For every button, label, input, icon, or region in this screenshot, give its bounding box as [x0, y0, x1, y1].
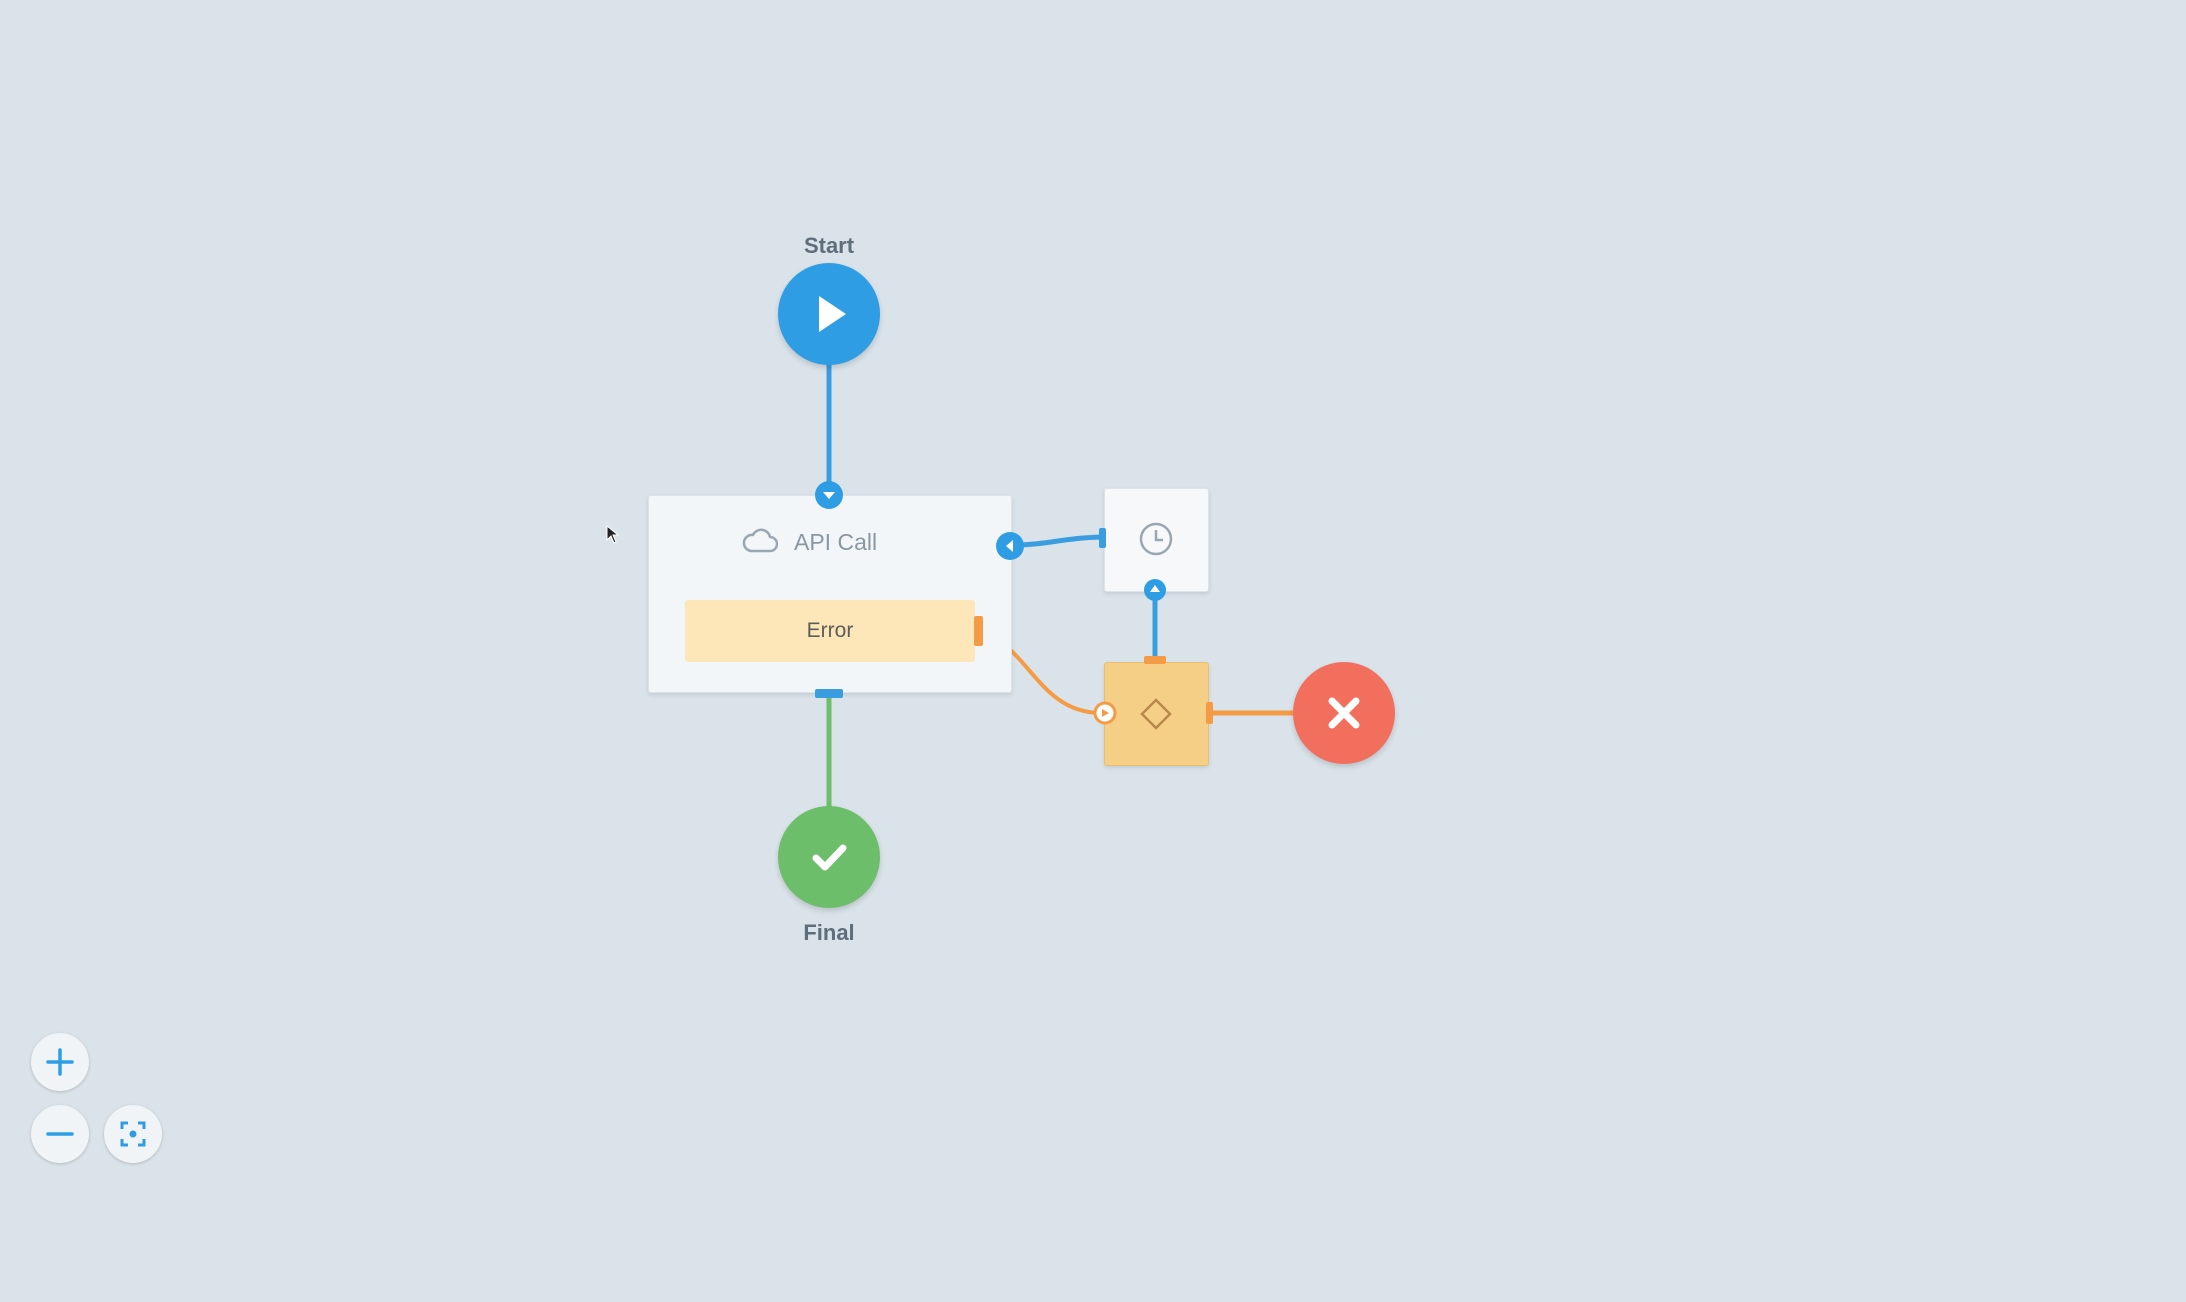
condition-output-port[interactable]: [1206, 702, 1213, 724]
zoom-in-button[interactable]: [31, 1033, 89, 1091]
condition-input-port[interactable]: [1093, 701, 1117, 725]
input-port-top[interactable]: [814, 480, 844, 510]
timer-input-port[interactable]: [1099, 528, 1106, 548]
error-branch[interactable]: Error: [685, 600, 975, 662]
api-call-node[interactable]: API Call Error: [648, 495, 1012, 693]
minus-icon: [46, 1132, 74, 1136]
final-label: Final: [803, 920, 855, 945]
play-icon: [819, 296, 846, 332]
condition-node[interactable]: [1104, 662, 1209, 766]
api-call-title: API Call: [794, 529, 878, 555]
timer-output-port[interactable]: [1143, 578, 1167, 602]
timer-node[interactable]: [1104, 488, 1209, 592]
start-node[interactable]: [778, 263, 880, 365]
fit-to-screen-icon: [120, 1121, 146, 1147]
cloud-icon: [742, 528, 778, 553]
final-node[interactable]: [778, 806, 880, 908]
clock-icon: [1139, 522, 1173, 556]
checkmark-icon: [812, 844, 847, 871]
close-icon: [1328, 697, 1360, 729]
error-port[interactable]: [974, 616, 983, 646]
success-port-bottom[interactable]: [815, 689, 843, 698]
plus-icon: [46, 1048, 74, 1076]
zoom-out-button[interactable]: [31, 1105, 89, 1163]
fail-node[interactable]: [1293, 662, 1395, 764]
fit-to-screen-button[interactable]: [104, 1105, 162, 1163]
diamond-icon: [1140, 698, 1172, 730]
input-port-right[interactable]: [995, 531, 1025, 561]
condition-top-port[interactable]: [1144, 656, 1166, 664]
start-label: Start: [803, 233, 855, 258]
cursor-icon: [606, 525, 620, 544]
